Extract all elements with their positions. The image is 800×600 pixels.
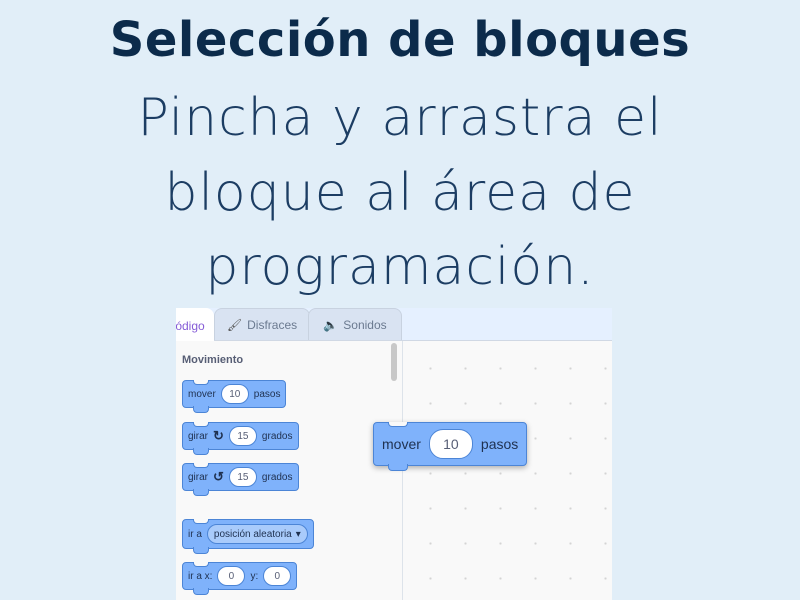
dragged-move-block[interactable]: mover 10 pasos [373, 422, 528, 471]
tab-label: ódigo [176, 318, 205, 333]
block-text: pasos [480, 436, 519, 452]
block-text: girar [188, 471, 209, 483]
tab-sounds[interactable]: 🔈 Sonidos [308, 308, 402, 340]
rotate-left-icon: ↺ [213, 469, 224, 484]
target-dropdown[interactable]: posición aleatoria▾ [206, 524, 308, 544]
tab-label: Sonidos [343, 317, 387, 332]
move-steps-block[interactable]: mover 10 pasos [182, 380, 287, 413]
go-to-xy-block[interactable]: ir a x: 0 y: 0 [182, 562, 298, 595]
tab-costumes[interactable]: 🖌 Disfraces [214, 308, 310, 340]
scratch-editor-screenshot: ódigo 🖌 Disfraces 🔈 Sonidos Movimiento mov… [176, 308, 612, 600]
tab-code[interactable]: ódigo [176, 308, 214, 342]
instruction-line-3: programación. [205, 237, 595, 297]
brush-icon: 🖌 [226, 317, 243, 332]
x-input[interactable]: 0 [217, 566, 246, 586]
block-text: mover [382, 436, 421, 452]
block-text: pasos [253, 388, 281, 400]
turn-right-block[interactable]: girar ↻ 15 grados [182, 422, 299, 455]
block-text: grados [261, 430, 293, 442]
tab-label: Disfraces [247, 317, 298, 332]
caret-down-icon: ▾ [295, 528, 301, 540]
rotate-right-icon: ↻ [213, 428, 224, 443]
speaker-icon: 🔈 [323, 317, 339, 332]
palette-scrollbar[interactable] [391, 343, 397, 381]
tab-bar: ódigo 🖌 Disfraces 🔈 Sonidos [176, 308, 612, 342]
block-text: ir a [188, 528, 202, 540]
degrees-input[interactable]: 15 [228, 467, 257, 487]
degrees-input[interactable]: 15 [228, 426, 257, 446]
block-text: grados [261, 471, 293, 483]
go-to-block[interactable]: ir a posición aleatoria▾ [182, 519, 314, 554]
instruction-line-1: Pincha y arrastra el [137, 88, 663, 148]
steps-input[interactable]: 10 [220, 384, 249, 404]
code-workspace[interactable] [403, 341, 612, 600]
steps-input[interactable]: 10 [428, 429, 473, 459]
block-text: mover [188, 388, 216, 400]
block-text: y: [250, 570, 259, 582]
page-title: Selección de bloques [109, 12, 691, 68]
category-label: Movimiento [182, 354, 244, 366]
instruction-line-2: bloque al área de [164, 163, 636, 223]
block-text: ir a x: [188, 570, 213, 582]
dropdown-value: posición aleatoria [213, 528, 292, 540]
y-input[interactable]: 0 [263, 566, 292, 586]
turn-left-block[interactable]: girar ↺ 15 grados [182, 463, 299, 496]
block-text: girar [188, 430, 209, 442]
